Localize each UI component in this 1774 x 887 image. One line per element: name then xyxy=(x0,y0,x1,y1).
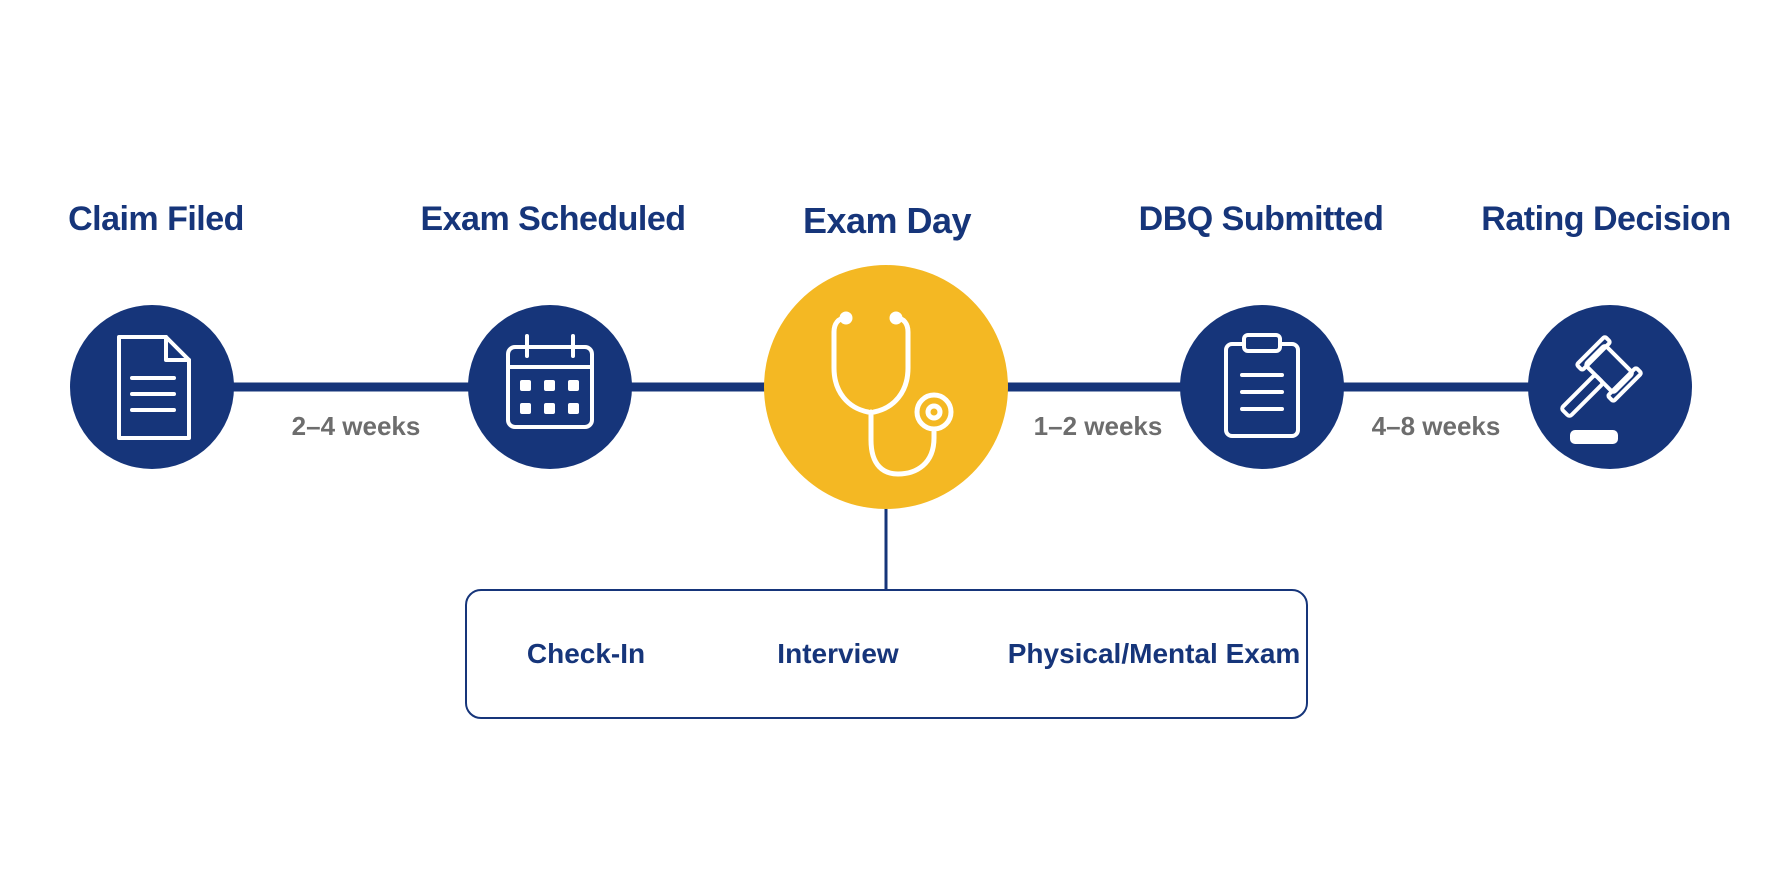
exam-day-steps-box xyxy=(465,589,1308,719)
stage-label-exam-scheduled: Exam Scheduled xyxy=(420,200,686,238)
stage-node-exam-scheduled xyxy=(468,305,632,469)
stage-label-rating-decision: Rating Decision xyxy=(1481,200,1731,238)
step-label-interview: Interview xyxy=(777,638,899,669)
stage-node-rating-decision xyxy=(1528,305,1692,469)
stage-node-dbq-submitted xyxy=(1180,305,1344,469)
calendar-icon xyxy=(506,334,594,429)
document-icon xyxy=(117,335,191,440)
duration-label-1: 2–4 weeks xyxy=(291,411,421,441)
stage-label-dbq-submitted: DBQ Submitted xyxy=(1138,200,1384,238)
stage-label-exam-day: Exam Day xyxy=(802,200,972,241)
duration-label-2: 1–2 weeks xyxy=(1033,411,1163,441)
gavel-icon xyxy=(1560,335,1643,444)
stethoscope-icon xyxy=(831,311,954,477)
stage-label-claim-filed: Claim Filed xyxy=(68,200,244,238)
duration-label-3: 4–8 weeks xyxy=(1371,411,1501,441)
stage-node-exam-day xyxy=(764,265,1008,509)
stage-node-claim-filed xyxy=(70,305,234,469)
step-label-check-in: Check-In xyxy=(526,638,646,669)
clipboard-icon xyxy=(1224,333,1300,438)
step-label-physical-mental-exam: Physical/Mental Exam xyxy=(1007,638,1301,669)
